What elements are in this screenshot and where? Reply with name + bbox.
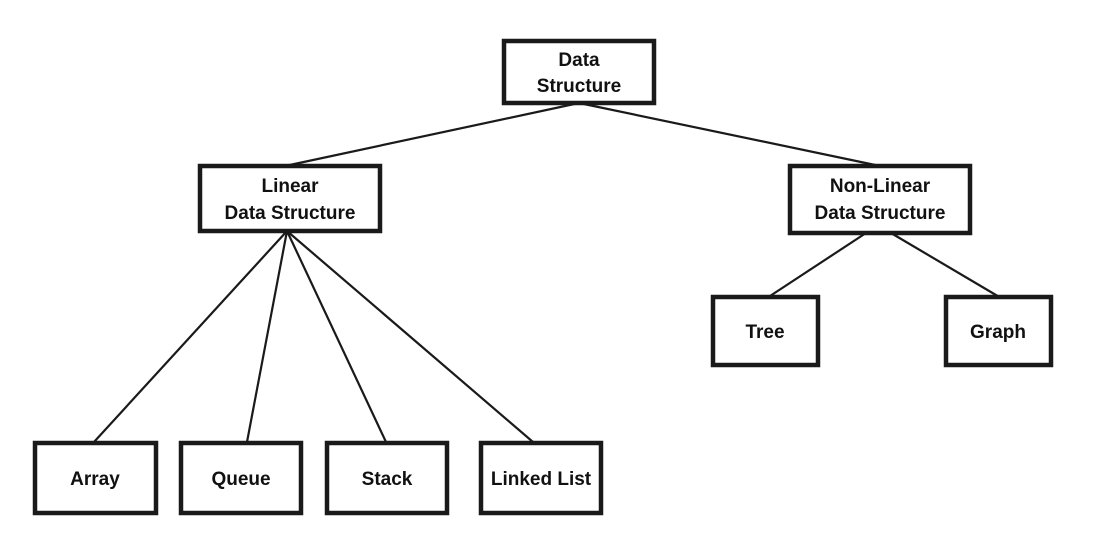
edge-nonlinear-graph bbox=[889, 231, 1003, 300]
node-data-structure-line1: Data bbox=[558, 50, 600, 71]
node-linked-list: Linked List bbox=[478, 440, 604, 516]
node-array: Array bbox=[32, 440, 159, 516]
edge-root-nonlinear bbox=[577, 101, 882, 168]
edge-root-linear bbox=[283, 101, 581, 168]
node-queue: Queue bbox=[178, 440, 304, 516]
node-non-linear-data-structure: Non-Linear Data Structure bbox=[787, 163, 973, 236]
edge-linear-queue bbox=[245, 229, 289, 444]
node-linear-line1: Linear bbox=[261, 176, 319, 197]
node-graph-label: Graph bbox=[970, 322, 1026, 343]
node-queue-label: Queue bbox=[211, 469, 270, 490]
node-tree: Tree bbox=[710, 294, 821, 368]
edge-linear-linked-list bbox=[285, 229, 535, 444]
node-stack: Stack bbox=[324, 440, 450, 516]
edge-nonlinear-tree bbox=[765, 231, 868, 300]
edge-linear-stack bbox=[285, 229, 388, 444]
node-nonlinear-line2: Data Structure bbox=[815, 203, 946, 224]
node-array-label: Array bbox=[70, 469, 120, 490]
node-linked-list-label: Linked List bbox=[491, 469, 592, 490]
node-linear-data-structure: Linear Data Structure bbox=[197, 163, 383, 234]
node-stack-label: Stack bbox=[362, 469, 413, 490]
node-nonlinear-line1: Non-Linear bbox=[830, 176, 931, 197]
node-tree-label: Tree bbox=[745, 322, 784, 343]
edges bbox=[92, 101, 1003, 444]
node-linear-line2: Data Structure bbox=[225, 203, 356, 224]
node-graph: Graph bbox=[943, 294, 1054, 368]
node-data-structure-line2: Structure bbox=[537, 76, 621, 97]
edge-linear-array bbox=[92, 229, 289, 444]
node-data-structure: Data Structure bbox=[501, 38, 657, 106]
